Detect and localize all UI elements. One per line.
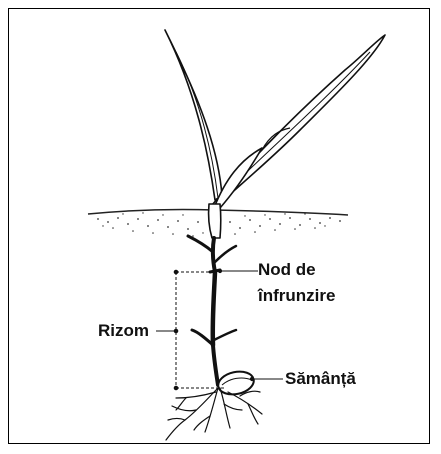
stem — [188, 236, 236, 385]
rhizome-label: Rizom — [98, 320, 149, 342]
leaves — [165, 30, 385, 238]
roots — [166, 388, 262, 440]
node-label-line1: Nod de — [258, 259, 316, 281]
seed-label: Sămânță — [285, 368, 356, 390]
node-label-line2: înfrunzire — [258, 285, 335, 307]
